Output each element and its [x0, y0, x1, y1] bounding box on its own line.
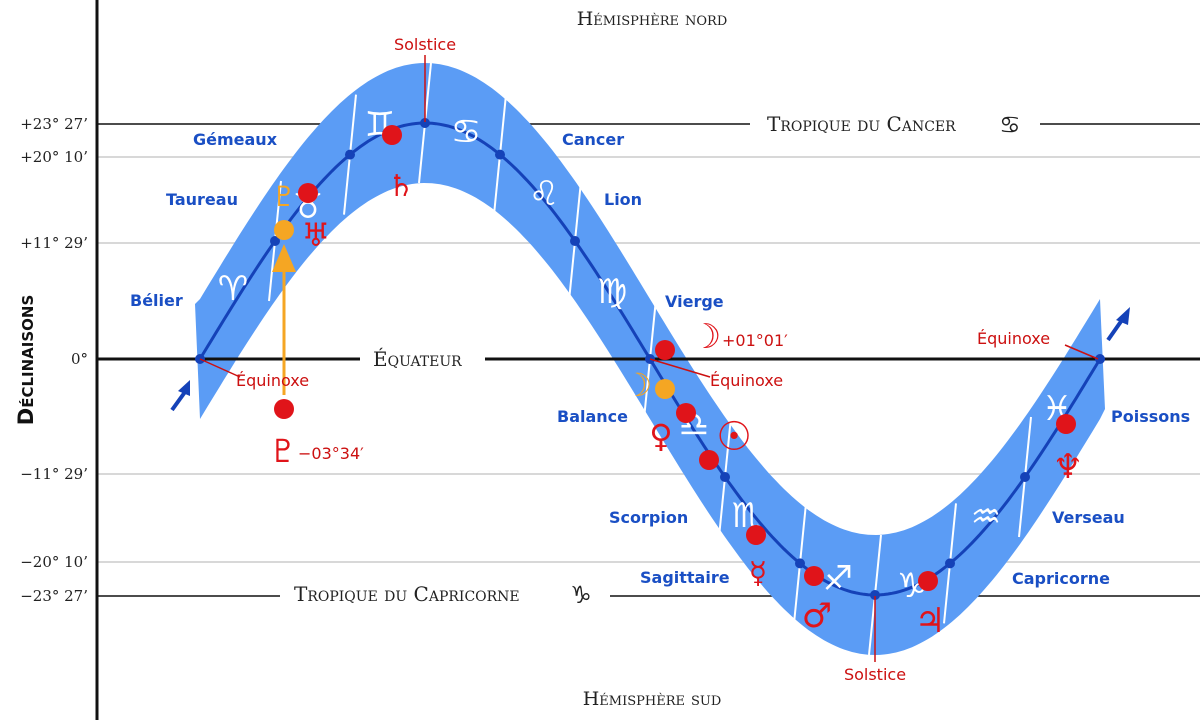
- ecliptic-points: [195, 118, 1105, 600]
- dec-label-0: 0°: [71, 350, 88, 368]
- solstice-bottom-label: Solstice: [844, 665, 906, 684]
- mercury-dot: [746, 525, 766, 545]
- equinox-middle-leader: [649, 358, 711, 378]
- dec-label-11-29: +11° 29’: [20, 234, 88, 252]
- leo-glyph: ♌: [529, 174, 559, 214]
- dec-label-minus-23-27: −23° 27’: [20, 587, 88, 605]
- saturn-dot: [382, 125, 402, 145]
- direction-arrows: [170, 307, 1130, 412]
- sign-label-cancer: Cancer: [562, 130, 624, 149]
- saturn-icon: ♄: [388, 169, 415, 204]
- dec-label-23-27: +23° 27’: [20, 115, 88, 133]
- declination-labels: +23° 27’ +20° 10’ +11° 29’ 0° −11° 29’ −…: [20, 115, 88, 605]
- sign-label-verseau: Verseau: [1052, 508, 1125, 527]
- planet-glyphs: ♄ ♅ ♇ ♇ ☽ ☽ ♀ ☉ ☿ ♂ ♃ ♆: [269, 169, 1084, 641]
- capricorn-symbol-icon: ♑: [570, 581, 592, 609]
- uranus-icon: ♅: [302, 216, 331, 254]
- moon-icon: ☽: [691, 317, 721, 357]
- sign-label-belier: Bélier: [130, 291, 183, 310]
- axis-title: Déclinaisons: [14, 295, 38, 425]
- equinox-right-leader: [1064, 344, 1099, 360]
- solstice-top-label: Solstice: [394, 35, 456, 54]
- tropic-capricorn-label: Tropique du Capricorne: [294, 582, 520, 606]
- mars-icon: ♂: [802, 596, 832, 636]
- ecliptic-point: [945, 558, 955, 569]
- pluto-dot: [274, 399, 294, 419]
- pluto-icon: ♇: [269, 432, 298, 470]
- moon-dot: [655, 340, 675, 360]
- sign-label-capricorne: Capricorne: [1012, 569, 1110, 588]
- ecliptic-point: [570, 236, 580, 246]
- cancer-glyph: ♋: [451, 112, 481, 152]
- pluto-new-dot: [274, 220, 294, 240]
- venus-dot: [676, 403, 696, 423]
- sign-label-poissons: Poissons: [1111, 407, 1190, 426]
- mercury-icon: ☿: [749, 556, 767, 591]
- ecliptic-point: [720, 472, 730, 482]
- ecliptic-point: [495, 149, 505, 160]
- pluto-new-icon: ♇: [271, 180, 296, 213]
- dec-label-minus-20-10: −20° 10’: [20, 553, 88, 571]
- ecliptic-point: [1095, 354, 1105, 364]
- tropic-cancer-label: Tropique du Cancer: [767, 112, 956, 136]
- pluto-declination: −03°34′: [298, 444, 364, 463]
- ecliptic-point: [795, 558, 805, 569]
- sign-label-scorpion: Scorpion: [609, 508, 688, 527]
- hemisphere-north-label: Hémisphère nord: [577, 8, 728, 30]
- arrow-left-shaft: [170, 390, 187, 412]
- ecliptic-point: [1020, 472, 1030, 482]
- moon-new-icon: ☽: [624, 366, 653, 404]
- dec-label-20-10: +20° 10’: [20, 148, 88, 166]
- equinox-left-label: Équinoxe: [236, 371, 309, 390]
- arrow-left-head: [178, 380, 190, 396]
- aquarius-glyph: ♒: [971, 497, 1001, 537]
- pluto-arrow-head: [272, 244, 296, 272]
- sun-dot: [699, 450, 719, 470]
- ecliptic-point: [870, 590, 880, 600]
- zodiac-sign-labels: Bélier Taureau Gémeaux Cancer Lion Vierg…: [130, 130, 1190, 588]
- equator-label: Équateur: [373, 347, 462, 371]
- planet-markers: [274, 125, 1076, 591]
- ecliptic-point: [345, 149, 355, 160]
- ecliptic-point: [420, 118, 430, 128]
- moon-new-dot: [655, 379, 675, 399]
- cancer-symbol-icon: ♋: [999, 111, 1021, 139]
- neptune-dot: [1056, 414, 1076, 434]
- arrow-right-head: [1116, 307, 1130, 325]
- sign-label-vierge: Vierge: [665, 292, 724, 311]
- equinox-right-label: Équinoxe: [977, 329, 1050, 348]
- jupiter-dot: [918, 571, 938, 591]
- arrow-right-shaft: [1106, 318, 1124, 342]
- equinox-left-leader: [199, 358, 241, 378]
- sagittarius-glyph: ♐: [823, 559, 853, 599]
- equinox-middle-label: Équinoxe: [710, 371, 783, 390]
- sign-label-sagittaire: Sagittaire: [640, 568, 730, 587]
- aries-glyph: ♈: [218, 269, 248, 309]
- uranus-dot: [298, 183, 318, 203]
- sun-icon: ☉: [716, 414, 752, 460]
- sign-label-balance: Balance: [557, 407, 628, 426]
- neptune-icon: ♆: [1053, 447, 1083, 487]
- sign-label-lion: Lion: [604, 190, 642, 209]
- virgo-glyph: ♍: [597, 272, 627, 312]
- dec-label-minus-11-29: −11° 29’: [20, 465, 88, 483]
- venus-icon: ♀: [649, 417, 672, 455]
- mars-dot: [804, 566, 824, 586]
- sign-label-taureau: Taureau: [166, 190, 238, 209]
- hemisphere-south-label: Hémisphère sud: [583, 688, 722, 710]
- moon-declination: +01°01′: [722, 331, 788, 350]
- jupiter-icon: ♃: [915, 601, 945, 641]
- sign-label-gemeaux: Gémeaux: [193, 130, 278, 149]
- ecliptic-point: [270, 236, 280, 246]
